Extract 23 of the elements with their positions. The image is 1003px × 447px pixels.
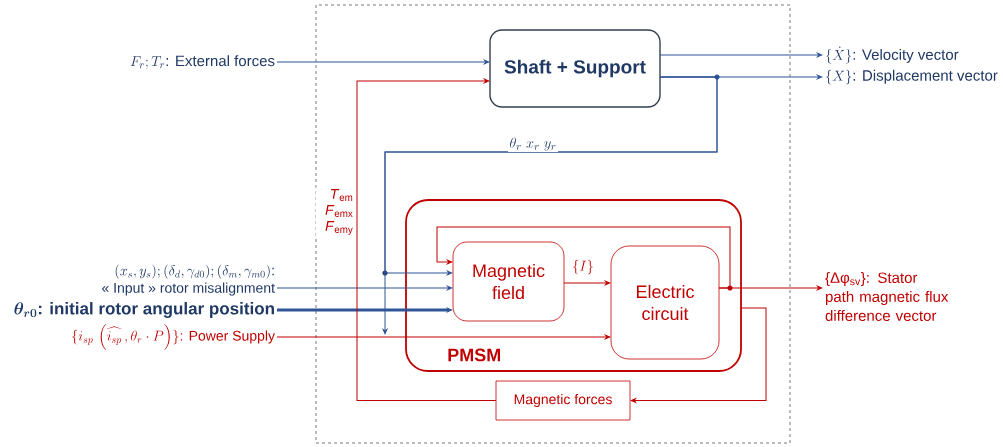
edge-label: $\{I\}$: [570, 258, 596, 276]
arrow: [276, 334, 611, 340]
arrow: [276, 285, 453, 291]
process-box: Magnetic field: [452, 241, 565, 322]
process-box: Electric circuit: [610, 245, 720, 360]
output-label: $\{\dot{X}\}\text{: Velocity vector}$: [826, 46, 959, 64]
arrow: [659, 52, 823, 58]
output-label: $\{X\}\text{: Displacement vector}$: [826, 69, 998, 85]
arrow: [630, 307, 767, 403]
process-box: Shaft + Support: [489, 29, 661, 108]
edge-label: $\theta_r\ x_r\ y_r$: [508, 136, 558, 152]
arrow: [356, 78, 497, 401]
output-label: {Δφ$_{sv}$}: Stator path magnetic flux difference vector: [825, 272, 949, 321]
edge-label: T$_{em}$ F$_{emx}$ F$_{emy}$: [315, 187, 355, 237]
input-label: $\boldsymbol{\theta_{r0}}\textbf{: initial rotor angular position}$: [14, 302, 274, 318]
arrow: [436, 226, 731, 289]
process-box: Magnetic forces: [495, 380, 631, 421]
arrow: [276, 59, 490, 65]
input-label: $\{i_{sp}\,\left(\widehat{i_{sp}}\,, \theta_r \cdot P\right)\}\text{: Power Supply}$: [72, 324, 275, 350]
input-label: $(x_s, y_s); (\delta_d, \gamma_{d0}); (\delta_m, \gamma_{m0})\text{:}$ « Input » rotor misalignment: [102, 264, 275, 296]
arrow: [563, 280, 611, 286]
input-label: $F_r; T_r\text{: External forces}$: [130, 55, 275, 69]
arrow: [382, 76, 718, 335]
